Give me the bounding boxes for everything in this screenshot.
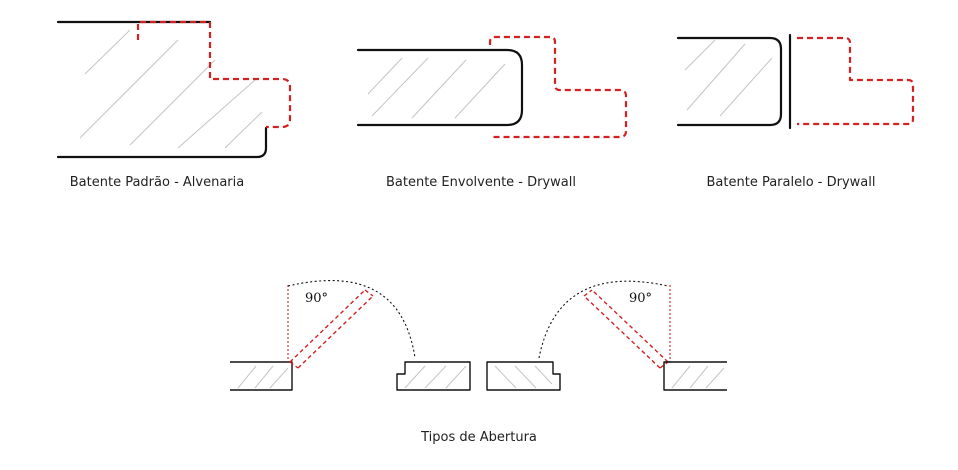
batente-paralelo-drawing: [676, 33, 915, 130]
padrao-hatch: [79, 29, 263, 149]
envolvente-hatch: [367, 57, 506, 119]
padrao-wall-outline: [56, 20, 268, 159]
abertura-center-left-wall-hatch: [404, 365, 467, 389]
envolvente-frame-dashed: [488, 35, 628, 139]
abertura-left-hatch: [237, 365, 289, 389]
abertura-right-open-leaf: [583, 289, 669, 369]
abertura-right-hatch: [671, 365, 725, 389]
abertura-right-drawing: [486, 280, 727, 391]
paralelo-frame-dashed: [797, 36, 915, 126]
abertura-left-wall: [230, 361, 293, 391]
batente-envolvente-drawing: [356, 35, 628, 139]
paralelo-wall-outline: [676, 36, 783, 127]
abertura-center-right-wall: [486, 361, 561, 391]
angle-label-left: 90°: [305, 291, 328, 306]
caption-batente-envolvente: Batente Envolvente - Drywall: [386, 175, 576, 190]
abertura-left-open-leaf: [289, 289, 374, 369]
caption-tipos-de-abertura: Tipos de Abertura: [420, 430, 537, 445]
abertura-right-wall: [663, 361, 727, 391]
abertura-center-left-wall: [396, 361, 471, 391]
abertura-center-right-wall-hatch: [494, 365, 553, 389]
abertura-right-swing-arc: [538, 280, 669, 359]
batente-padrao-drawing: [56, 20, 292, 159]
abertura-left-drawing: [230, 280, 471, 391]
paralelo-hatch: [684, 39, 773, 117]
envolvente-wall-outline: [356, 48, 524, 127]
angle-label-right: 90°: [629, 291, 652, 306]
padrao-frame-dashed: [136, 20, 292, 129]
caption-batente-padrao: Batente Padrão - Alvenaria: [70, 175, 244, 190]
caption-batente-paralelo: Batente Paralelo - Drywall: [707, 175, 876, 190]
